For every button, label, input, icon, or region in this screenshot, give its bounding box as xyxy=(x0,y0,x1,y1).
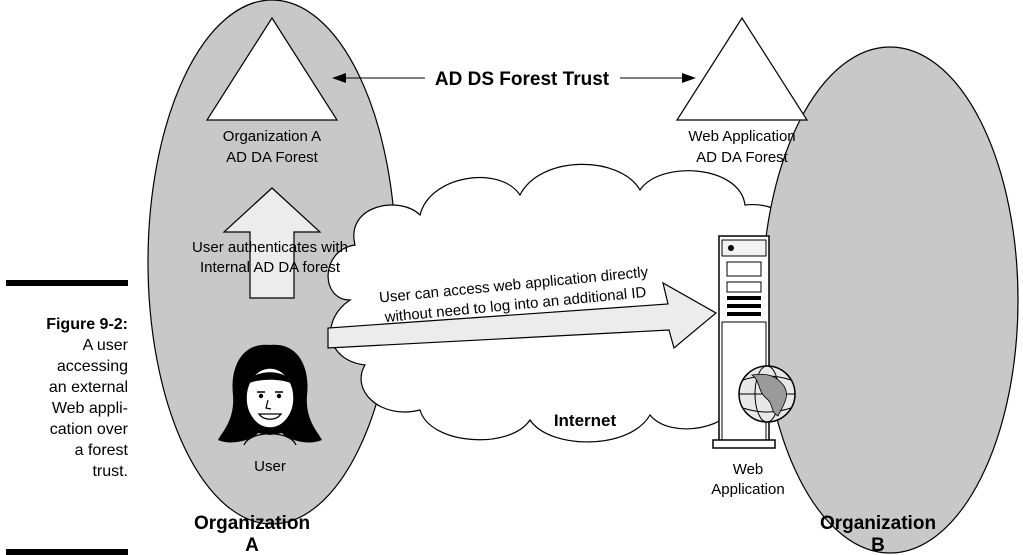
access-arrow xyxy=(327,281,718,350)
organization-a-label-line1: Organization xyxy=(194,513,310,534)
forest-a-label-line2: AD DA Forest xyxy=(226,149,319,166)
figure-caption: Figure 9-2: A user accessing an external… xyxy=(6,314,128,482)
forest-b-triangle xyxy=(675,16,809,121)
organization-a-label-line2: A xyxy=(245,535,259,555)
organization-b-label-line1: Organization xyxy=(820,513,936,534)
trust-label: AD DS Forest Trust xyxy=(435,69,610,90)
user-icon xyxy=(218,344,322,446)
figure-caption-text: A user accessing an external Web appli- … xyxy=(48,337,128,480)
webapp-label-line1: Web xyxy=(733,461,764,478)
user-label: User xyxy=(254,458,286,475)
auth-label-line1: User authenticates with xyxy=(192,239,348,256)
forest-a-label-line1: Organization A xyxy=(223,128,321,145)
caption-top-rule xyxy=(6,280,128,286)
organization-b-label-line2: B xyxy=(871,535,885,555)
webapp-label-line2: Application xyxy=(711,481,784,498)
auth-label-line2: Internal AD DA forest xyxy=(200,259,341,276)
internet-label: Internet xyxy=(554,411,617,430)
caption-bottom-rule xyxy=(6,549,128,555)
globe-icon xyxy=(738,365,796,423)
forest-b-label-line1: Web Application xyxy=(688,128,795,145)
authenticate-arrow xyxy=(222,187,322,299)
trust-arrow xyxy=(332,73,696,83)
organization-b-ellipse xyxy=(761,46,1019,554)
forest-a-triangle xyxy=(205,16,339,121)
figure-label: Figure 9-2: xyxy=(46,316,128,333)
forest-b-label-line2: AD DA Forest xyxy=(696,149,789,166)
